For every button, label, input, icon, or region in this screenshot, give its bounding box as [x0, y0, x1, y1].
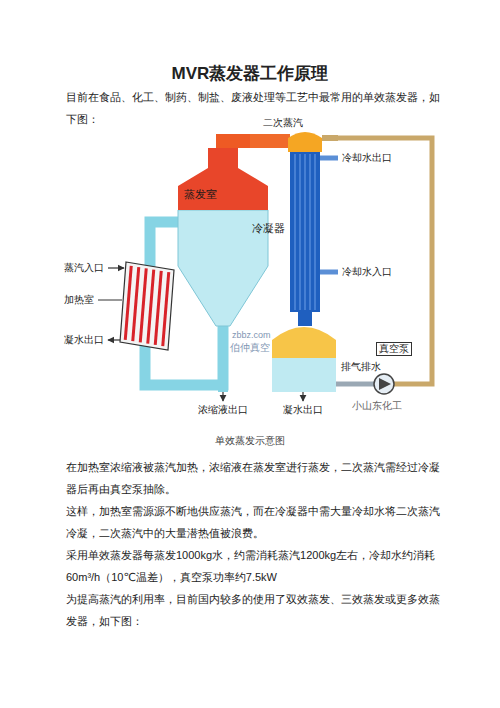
node-label: 真空泵 — [376, 342, 412, 356]
cooling-pipe — [320, 270, 338, 275]
tube-line — [300, 154, 301, 310]
pipe-label: 二次蒸汽 — [262, 117, 304, 129]
leader-line — [98, 300, 122, 301]
pipe-connector — [150, 222, 178, 260]
condenser: 冷凝器 — [250, 130, 338, 392]
pipe-connector — [338, 138, 432, 384]
node-outline — [250, 130, 338, 392]
evaporator-vessel: 蒸发室 — [178, 148, 268, 326]
pipe-connector — [338, 382, 368, 387]
pipe-label: 蒸汽入口 — [64, 262, 104, 274]
figure-caption: 单效蒸发示意图 — [0, 434, 500, 448]
pipe-connector — [223, 141, 250, 148]
heating-tube — [140, 268, 146, 342]
heating-chamber: 加热室 — [62, 260, 178, 352]
node-label: 蒸发室 — [184, 188, 217, 201]
page-title: MVR蒸发器工作原理 — [0, 62, 500, 85]
pipe-label: 冷却水出口 — [342, 152, 392, 164]
heating-chamber-shell — [120, 262, 174, 350]
pump-symbol — [374, 374, 394, 394]
pipe-label: 排气排水 — [340, 361, 382, 373]
condenser-tubes — [290, 152, 320, 312]
node-label: 加热室 — [64, 294, 94, 306]
watermark: 伯仲真空 — [230, 342, 270, 354]
condenser-neck — [298, 312, 312, 326]
body-text: 为提高蒸汽的利用率，目前国内较多的使用了双效蒸发、三效蒸发或更多效蒸发器，如下图… — [66, 588, 446, 632]
vent-pipe — [322, 135, 338, 141]
body-text: 在加热室浓缩液被蒸汽加热，浓缩液在蒸发室进行蒸发，二次蒸汽需经过冷凝器后再由真空… — [66, 456, 446, 500]
pipe-label: 凝水出口 — [283, 404, 323, 416]
body-text: 这样，加热室需源源不断地供应蒸汽，而在冷凝器中需大量冷却水将二次蒸汽冷凝，二次蒸… — [66, 500, 446, 544]
node-outline — [62, 260, 178, 352]
outlet-arrow — [302, 392, 303, 401]
vessel-vapour — [178, 148, 268, 210]
pipe-label: 凝水出口 — [64, 334, 104, 346]
receiver-top — [272, 327, 336, 358]
condensate-arrow — [108, 339, 120, 340]
steam-arrow — [108, 267, 124, 268]
watermark: 小山东化工 — [352, 400, 402, 412]
pipe-label: 浓缩液出口 — [198, 404, 248, 416]
pipe-stub — [393, 382, 420, 387]
heating-tube — [163, 272, 169, 346]
heating-tube — [155, 271, 161, 345]
body-text: 目前在食品、化工、制药、制盐、废液处理等工艺中最常用的单效蒸发器，如下图： — [66, 86, 446, 130]
vapour-pipe — [250, 134, 290, 148]
watermark: zbbz.com — [232, 330, 271, 341]
heating-tube — [133, 267, 139, 341]
vent-stub — [336, 382, 338, 387]
tube-line — [295, 154, 296, 310]
tube-line — [315, 154, 316, 310]
tube-line — [310, 154, 311, 310]
condenser-cap — [288, 132, 322, 152]
heating-tube — [125, 266, 131, 340]
outlet-arrow — [222, 392, 223, 401]
node-label: 冷凝器 — [252, 222, 285, 235]
receiver-liquid — [272, 358, 336, 392]
tube-line — [305, 154, 306, 310]
heating-tube — [148, 270, 154, 344]
node-outline — [178, 148, 268, 326]
body-text: 采用单效蒸发器每蒸发1000kg水，约需消耗蒸汽1200kg左右，冷却水约消耗6… — [66, 544, 446, 588]
cooling-pipe — [320, 156, 338, 161]
pump-symbol — [379, 378, 391, 390]
pipe-label: 冷却水入口 — [342, 266, 392, 278]
